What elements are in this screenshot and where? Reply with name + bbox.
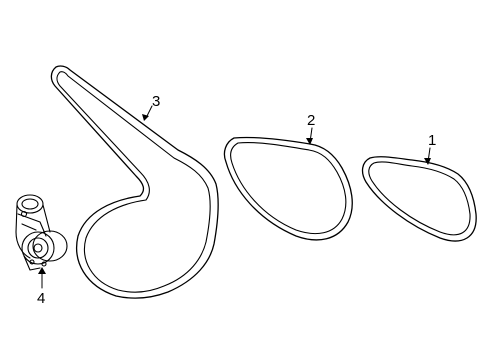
callout-4: 4	[37, 290, 45, 307]
belt-medium	[223, 136, 353, 241]
callout-1: 1	[428, 132, 436, 149]
serpentine-belt-long	[50, 65, 219, 299]
leader-arrowheads	[38, 114, 431, 274]
callout-3: 3	[152, 93, 160, 110]
callout-2: 2	[307, 112, 315, 129]
leader-lines	[41, 105, 431, 289]
belt-small	[361, 156, 477, 242]
belt-tensioner	[15, 194, 68, 271]
